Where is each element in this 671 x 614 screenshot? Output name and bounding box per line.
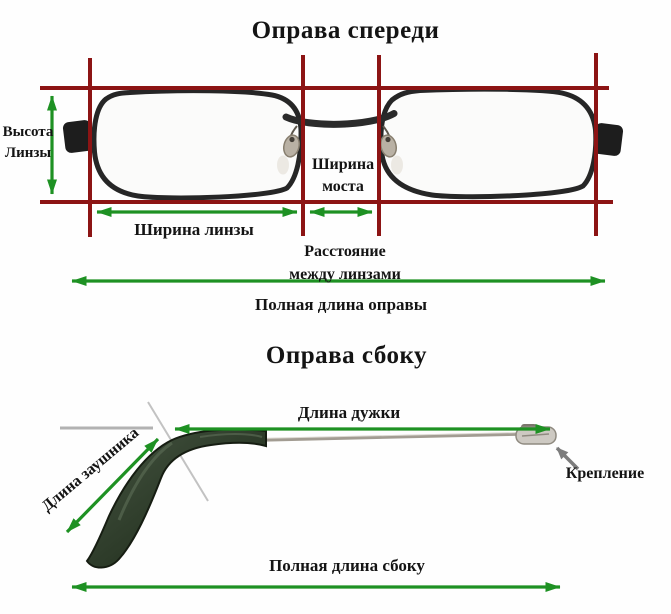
hinge-slot — [521, 433, 550, 437]
full-frame-length-label: Полная длина оправы — [255, 295, 427, 314]
temple-length-label: Длина дужки — [297, 403, 401, 422]
temple-tube-highlight — [199, 433, 263, 438]
temple-wire — [259, 432, 521, 442]
right-nose-pad — [380, 134, 397, 158]
left-pad-screw — [289, 136, 295, 143]
bridge-width-label-line1: Ширина — [311, 156, 375, 173]
full-side-length-label: Полная длина сбоку — [269, 556, 425, 575]
left-nose-pad — [283, 134, 300, 158]
right-lens — [378, 86, 599, 200]
glasses-front-drawing — [62, 86, 624, 201]
lens-distance-label-line1: Расстояние — [304, 243, 386, 260]
right-end-piece — [592, 123, 624, 156]
lens-height-label-line1: Высота — [2, 124, 54, 140]
mount-label: Крепление — [565, 465, 645, 482]
left-lens — [91, 88, 304, 201]
bridge — [282, 110, 398, 128]
right-silicone-pad — [391, 155, 403, 175]
bridge-width-label-line2: моста — [322, 178, 364, 195]
lens-width-label: Ширина линзы — [134, 220, 254, 239]
red-measure-grid — [40, 53, 613, 237]
lens-height-label-line2: Линзы — [4, 145, 52, 161]
side-view-title: Оправа сбоку — [265, 342, 428, 369]
mount-pointer-arrow — [555, 446, 580, 471]
ear-piece-length-arrow — [65, 437, 160, 534]
front-view-title: Оправа спереди — [251, 17, 440, 44]
right-pad-screw — [385, 136, 391, 143]
left-silicone-pad — [277, 155, 289, 175]
lens-distance-label-line2: между линзами — [289, 266, 401, 283]
temple-ear-hook — [85, 428, 267, 569]
left-end-piece — [62, 120, 94, 153]
green-measure-arrows — [47, 95, 606, 592]
